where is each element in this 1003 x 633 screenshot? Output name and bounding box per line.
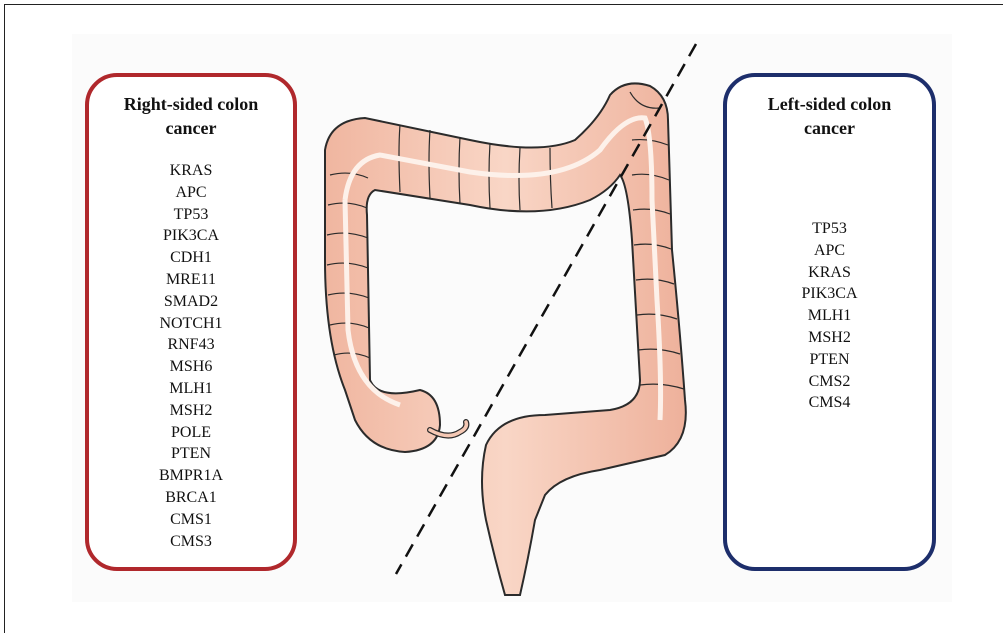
gene-item: TP53 bbox=[89, 204, 293, 226]
gene-item: CDH1 bbox=[89, 247, 293, 269]
gene-item: PIK3CA bbox=[89, 225, 293, 247]
gene-item: NOTCH1 bbox=[89, 313, 293, 335]
gene-item: APC bbox=[727, 240, 932, 262]
gene-item: RNF43 bbox=[89, 334, 293, 356]
gene-item: MSH6 bbox=[89, 356, 293, 378]
gene-item: MRE11 bbox=[89, 269, 293, 291]
gene-item: TP53 bbox=[727, 218, 932, 240]
gene-item: CMS1 bbox=[89, 509, 293, 531]
gene-item: KRAS bbox=[89, 160, 293, 182]
large-intestine bbox=[325, 83, 686, 595]
gene-item: CMS2 bbox=[727, 371, 932, 393]
right-sided-title: Right-sided colon cancer bbox=[89, 92, 293, 140]
gene-item: CMS4 bbox=[727, 392, 932, 414]
gene-item: BMPR1A bbox=[89, 465, 293, 487]
colon-outline-outer bbox=[325, 83, 686, 595]
gene-item: POLE bbox=[89, 422, 293, 444]
left-sided-title: Left-sided colon cancer bbox=[727, 92, 932, 140]
colon-illustration bbox=[300, 36, 720, 606]
gene-item: CMS3 bbox=[89, 531, 293, 553]
gene-item: PTEN bbox=[727, 349, 932, 371]
gene-item: MLH1 bbox=[89, 378, 293, 400]
gene-item: BRCA1 bbox=[89, 487, 293, 509]
gene-item: MSH2 bbox=[89, 400, 293, 422]
gene-item: APC bbox=[89, 182, 293, 204]
gene-item: KRAS bbox=[727, 262, 932, 284]
gene-item: MSH2 bbox=[727, 327, 932, 349]
gene-item: SMAD2 bbox=[89, 291, 293, 313]
gene-item: MLH1 bbox=[727, 305, 932, 327]
gene-item: PTEN bbox=[89, 443, 293, 465]
gene-item: PIK3CA bbox=[727, 283, 932, 305]
